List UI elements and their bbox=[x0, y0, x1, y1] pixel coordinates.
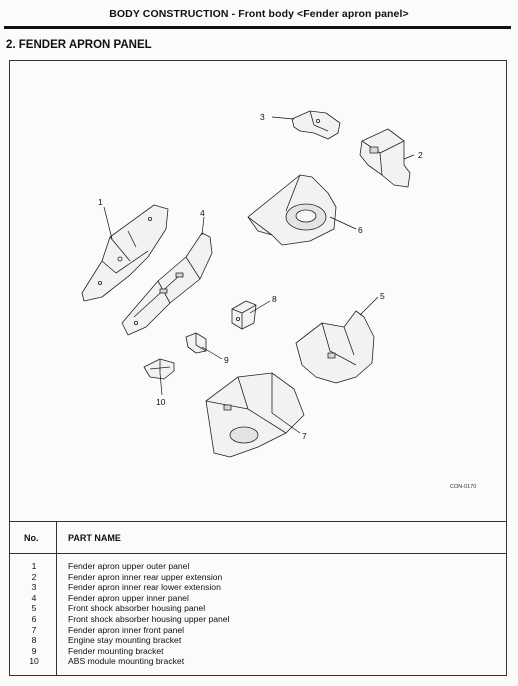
table-row: 8 Engine stay mounting bracket bbox=[9, 635, 507, 646]
column-header-part-name: PART NAME bbox=[68, 533, 121, 543]
table-top-rule bbox=[9, 521, 507, 522]
part-name: Fender mounting bracket bbox=[68, 645, 164, 656]
table-row: 3 Fender apron inner rear lower extension bbox=[9, 582, 507, 593]
part-number: 1 bbox=[31, 561, 37, 571]
part-name: ABS module mounting bracket bbox=[68, 656, 185, 667]
part-number: 10 bbox=[29, 656, 39, 667]
part-number: 6 bbox=[31, 613, 37, 624]
part-1-drawing bbox=[81, 204, 169, 302]
part-5-drawing bbox=[295, 310, 375, 384]
part-number: 7 bbox=[31, 624, 37, 635]
part-number: 8 bbox=[31, 635, 37, 646]
exploded-parts-diagram: 1 2 3 4 5 6 7 8 9 10 bbox=[10, 61, 506, 521]
part-2-drawing bbox=[359, 128, 411, 188]
table-row: 10 ABS module mounting bracket bbox=[9, 656, 507, 667]
header-rule bbox=[4, 26, 511, 29]
table-row: 4 Fender apron upper inner panel bbox=[9, 593, 507, 604]
table-row: 6 Front shock absorber housing upper pane… bbox=[9, 614, 507, 625]
part-name: Fender apron upper outer panel bbox=[68, 561, 190, 571]
table-row: 7 Fender apron inner front panel bbox=[9, 625, 507, 636]
table-row: 5 Front shock absorber housing panel bbox=[9, 603, 507, 614]
part-name: Engine stay mounting bracket bbox=[68, 635, 182, 646]
table-row: 1 Fender apron upper outer panel bbox=[9, 561, 507, 572]
callout-2: 2 bbox=[418, 150, 423, 160]
callout-9: 9 bbox=[224, 355, 229, 365]
diagram-code: CON-0170 bbox=[450, 484, 477, 490]
part-number: 5 bbox=[31, 603, 37, 614]
part-6-drawing bbox=[247, 174, 337, 246]
part-4-drawing bbox=[121, 232, 213, 336]
table-header-rule bbox=[9, 553, 507, 554]
table-column-separator bbox=[56, 521, 57, 676]
part-10-drawing bbox=[143, 358, 175, 380]
page-header-title: BODY CONSTRUCTION - Front body <Fender a… bbox=[109, 8, 409, 20]
part-7-drawing bbox=[205, 372, 305, 458]
callout-3: 3 bbox=[260, 112, 265, 122]
callout-10: 10 bbox=[156, 397, 166, 407]
callout-7: 7 bbox=[302, 431, 307, 441]
figure-frame bbox=[9, 60, 507, 676]
part-name: Front shock absorber housing panel bbox=[68, 603, 206, 614]
section-title: 2. FENDER APRON PANEL bbox=[6, 39, 152, 51]
part-3-drawing bbox=[291, 110, 341, 140]
part-name: Fender apron inner rear lower extension bbox=[68, 582, 221, 593]
part-name: Fender apron upper inner panel bbox=[68, 592, 189, 603]
part-name: Fender apron inner front panel bbox=[68, 624, 185, 635]
callout-4: 4 bbox=[200, 208, 205, 218]
part-8-drawing bbox=[231, 300, 257, 330]
table-row: 2 Fender apron inner rear upper extension bbox=[9, 572, 507, 583]
callout-1: 1 bbox=[98, 197, 103, 207]
column-header-no: No. bbox=[24, 533, 39, 543]
part-name: Fender apron inner rear upper extension bbox=[68, 571, 223, 582]
table-row: 9 Fender mounting bracket bbox=[9, 646, 507, 657]
callout-6: 6 bbox=[358, 225, 363, 235]
callout-8: 8 bbox=[272, 294, 277, 304]
part-number: 3 bbox=[31, 582, 37, 593]
part-number: 9 bbox=[31, 645, 37, 656]
part-name: Front shock absorber housing upper panel bbox=[68, 613, 230, 624]
part-9-drawing bbox=[185, 332, 207, 354]
callout-5: 5 bbox=[380, 291, 385, 301]
part-number: 4 bbox=[31, 592, 37, 603]
part-number: 2 bbox=[31, 571, 37, 582]
